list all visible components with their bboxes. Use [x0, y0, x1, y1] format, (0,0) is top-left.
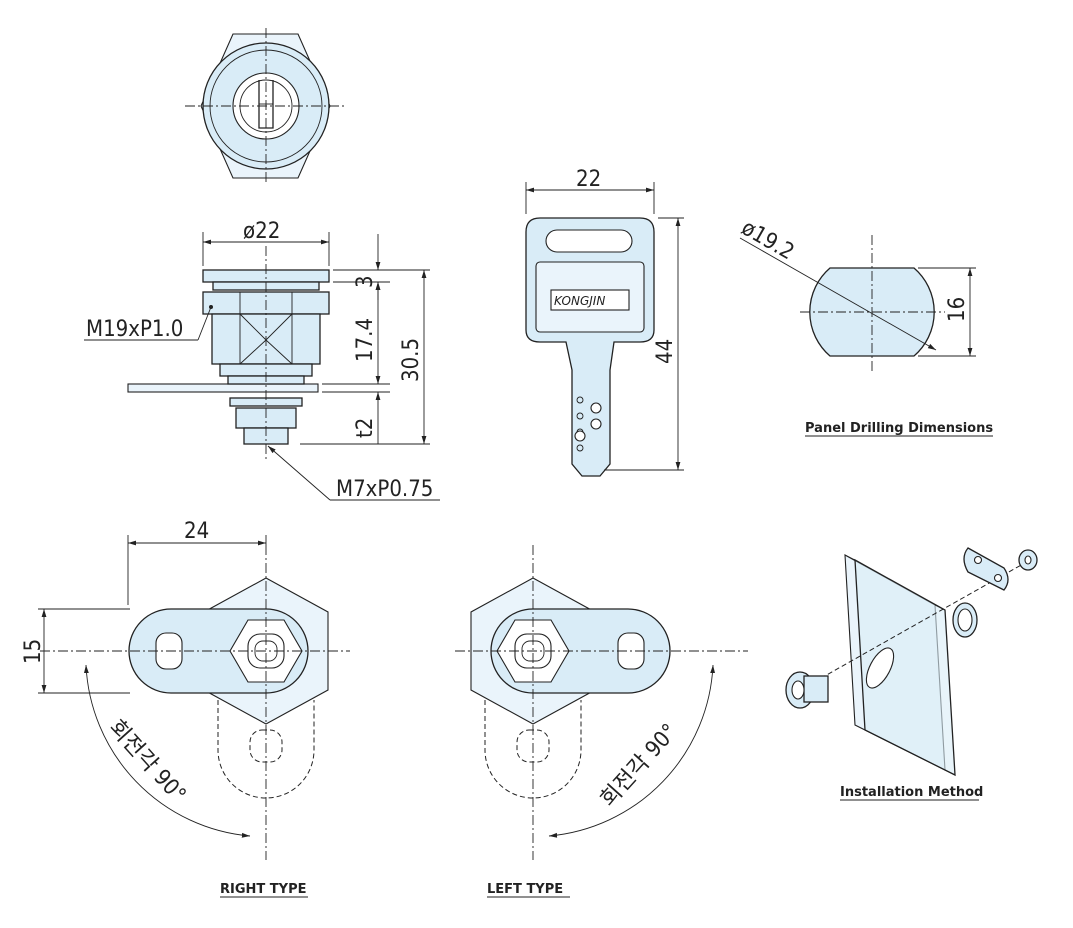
lock-front-view — [185, 28, 347, 185]
rotation-angle-right: 회전각 90° — [104, 715, 191, 808]
panel-drilling-view: ø19.2 16 Panel Drilling Dimensions — [737, 216, 993, 437]
dim-top-diameter: ø22 — [243, 219, 280, 244]
lock-side-view: ø22 3 17.4 30.5 t2 M19xP1.0 M7xP0.75 — [84, 219, 440, 502]
caption-left-type: LEFT TYPE — [487, 882, 563, 897]
dim-cam-width-right: 15 — [21, 639, 46, 664]
caption-right-type: RIGHT TYPE — [220, 882, 306, 897]
caption-panel-drilling: Panel Drilling Dimensions — [805, 421, 993, 436]
dim-cam-length-right: 24 — [184, 519, 209, 544]
dim-drill-flat: 16 — [945, 297, 970, 322]
key-view: KONGJIN 22 44 — [525, 167, 684, 477]
thread-label-m7: M7xP0.75 — [336, 477, 433, 502]
dim-drill-diameter: ø19.2 — [737, 216, 798, 266]
dim-cap-height: 3 — [353, 275, 378, 288]
installation-view: Installation Method — [785, 547, 1038, 801]
dim-body-height: 17.4 — [353, 318, 378, 362]
dim-plate-thickness: t2 — [353, 418, 378, 438]
key-brand-label: KONGJIN — [554, 294, 605, 308]
dim-key-height: 44 — [653, 339, 678, 364]
right-type-view: 24 15 회전각 90° RIGHT TYPE — [21, 519, 350, 898]
thread-label-m19: M19xP1.0 — [86, 317, 183, 342]
left-type-view: 회전각 90° LEFT TYPE — [455, 545, 748, 898]
dim-total-height: 30.5 — [399, 338, 424, 382]
dim-key-width: 22 — [576, 167, 601, 192]
rotation-angle-left: 회전각 90° — [596, 719, 683, 812]
caption-installation: Installation Method — [840, 785, 983, 800]
